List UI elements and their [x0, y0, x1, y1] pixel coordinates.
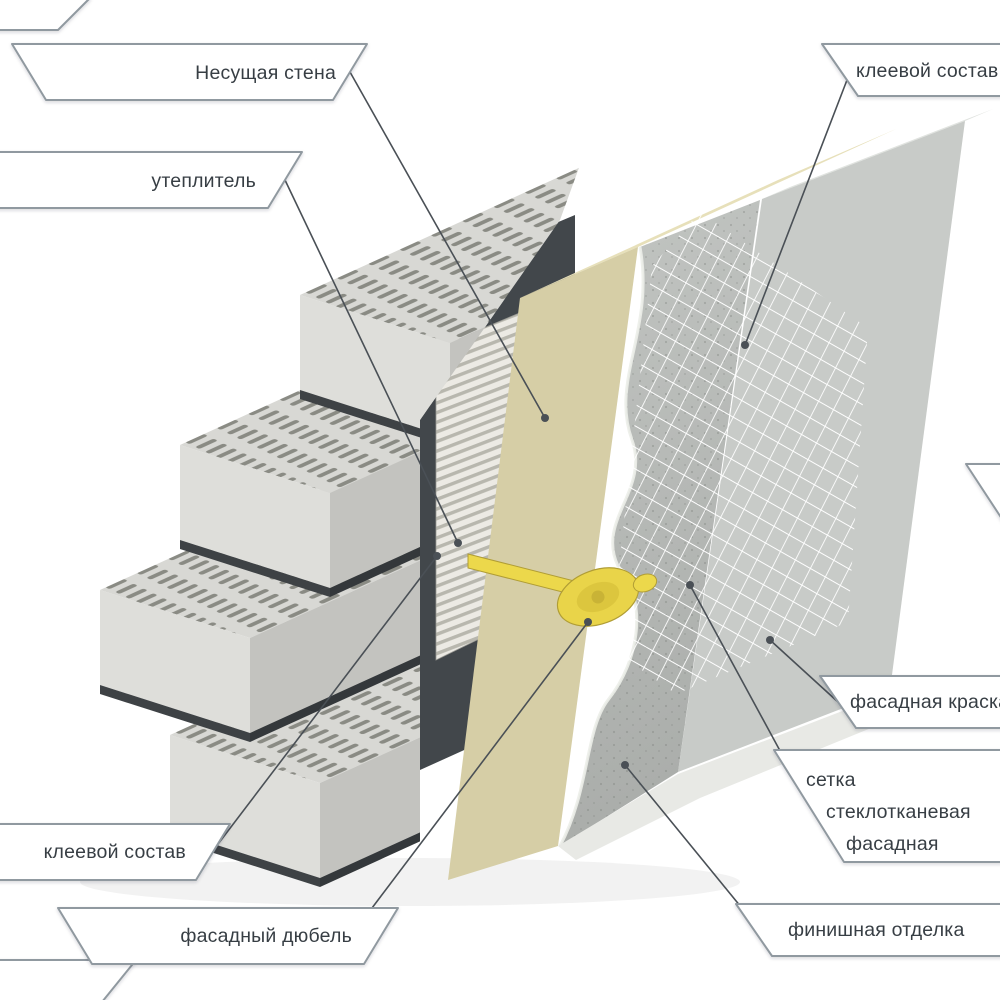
facade-dowel	[467, 553, 658, 627]
leader-load-bearing-wall	[349, 71, 546, 419]
leader-facade-dowel	[371, 621, 589, 909]
dowel-cap	[632, 573, 658, 593]
callout-finish-coat-label: финишная отделка	[788, 919, 965, 941]
decorative-banner-top-left	[0, 0, 90, 31]
finish-layer-top	[762, 109, 993, 199]
leader-adhesive-bottom	[214, 555, 438, 849]
callout-insulation-label: утеплитель	[151, 170, 256, 192]
bottom-cut-edge	[558, 692, 920, 860]
leader-dot-adhesive-bottom	[433, 552, 441, 560]
decorative-banner-right	[965, 463, 1000, 518]
leader-dots	[433, 341, 774, 769]
callout-adhesive-top	[821, 43, 1000, 97]
callout-adhesive-bottom-label: клеевой состав	[44, 841, 186, 863]
leader-dot-finish-coat	[621, 761, 629, 769]
callout-fiberglass-mesh-label-line1: сетка	[806, 769, 856, 791]
leader-adhesive-top	[744, 79, 848, 346]
callout-facade-dowel	[57, 907, 399, 965]
leader-facade-paint	[769, 639, 839, 703]
insulation-board-top	[520, 129, 896, 298]
leader-dot-insulation	[454, 539, 462, 547]
leader-dot-facade-dowel	[584, 618, 592, 626]
callout-facade-paint	[819, 675, 1000, 729]
dowel-disc	[556, 567, 640, 627]
leader-dot-facade-paint	[766, 636, 774, 644]
ground-shadow	[80, 858, 740, 906]
callout-fiberglass-mesh-label-line3: фасадная	[846, 833, 939, 855]
callout-facade-paint-label: фасадная краска	[850, 691, 1000, 713]
leader-dot-load-bearing-wall	[541, 414, 549, 422]
callout-fiberglass-mesh-label-line2: стеклотканевая	[826, 801, 971, 823]
insulation-board-front	[448, 247, 638, 880]
decorative-banner-bottom-left	[0, 959, 137, 1000]
callout-fiberglass-mesh	[773, 749, 1000, 863]
leader-dot-adhesive-top	[741, 341, 749, 349]
callout-labels: Несущая стена клеевой состав утеплитель …	[44, 60, 1000, 947]
leader-finish-coat	[624, 764, 751, 919]
callout-insulation	[0, 151, 303, 209]
leader-insulation	[284, 179, 459, 544]
base-coat-torn-edge	[558, 246, 645, 847]
callout-load-bearing-wall	[11, 43, 368, 101]
callout-adhesive-bottom	[0, 823, 231, 881]
callout-load-bearing-wall-label: Несущая стена	[195, 62, 336, 84]
callout-adhesive-top-label: клеевой состав	[856, 60, 998, 82]
leader-dot-fiberglass-mesh	[686, 581, 694, 589]
callout-finish-coat	[735, 903, 1000, 957]
dowel-core	[591, 590, 605, 604]
callout-facade-dowel-label: фасадный дюбель	[180, 925, 352, 947]
